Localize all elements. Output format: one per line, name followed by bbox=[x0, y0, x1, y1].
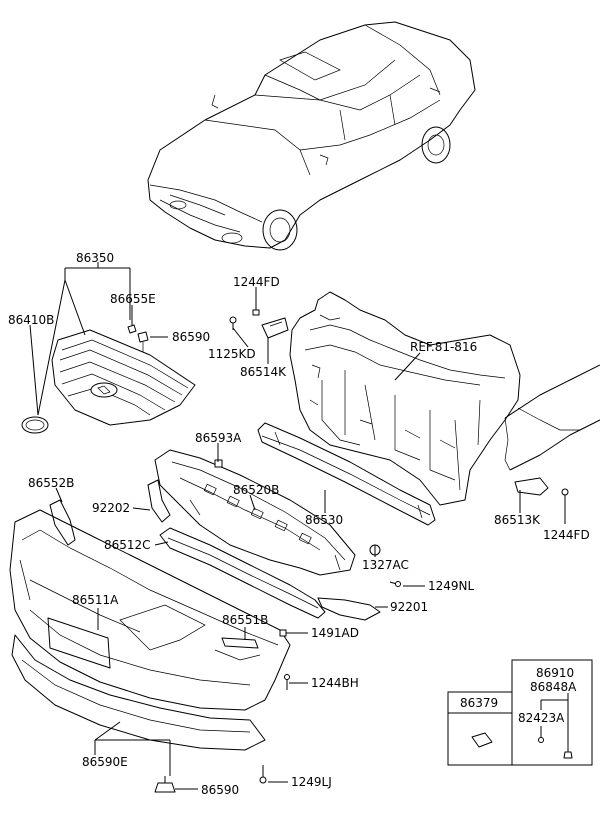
label-1491AD: 1491AD bbox=[311, 626, 359, 640]
label-86655E: 86655E bbox=[110, 292, 156, 306]
fender-outline bbox=[504, 364, 600, 471]
inset-box-86379: 86379 bbox=[447, 691, 513, 766]
label-ref-81-816: REF.81-816 bbox=[410, 340, 477, 354]
label-86552B: 86552B bbox=[28, 476, 74, 490]
label-92202: 92202 bbox=[92, 501, 130, 515]
bumper-beam bbox=[257, 422, 436, 526]
label-86514K: 86514K bbox=[240, 365, 287, 379]
label-86590-top: 86590 bbox=[172, 330, 210, 344]
label-1327AC: 1327AC bbox=[362, 558, 409, 572]
bracket-86552B bbox=[49, 499, 76, 546]
label-1249NL: 1249NL bbox=[428, 579, 475, 593]
label-92201: 92201 bbox=[390, 600, 428, 614]
label-86530: 86530 bbox=[305, 513, 343, 527]
clip-86551B bbox=[221, 637, 259, 649]
box-label-86910: 86910 bbox=[536, 666, 574, 680]
label-1244BH: 1244BH bbox=[311, 676, 359, 690]
label-86590-bottom: 86590 bbox=[201, 783, 239, 797]
label-86593A: 86593A bbox=[195, 431, 242, 445]
screw-1249LJ bbox=[259, 765, 267, 784]
label-86513K: 86513K bbox=[494, 513, 541, 527]
radiator-grille bbox=[51, 329, 196, 426]
bumper-lower-strip bbox=[11, 634, 266, 751]
label-86590E: 86590E bbox=[82, 755, 128, 769]
side-bracket-86513K bbox=[514, 477, 569, 505]
label-86551B: 86551B bbox=[222, 613, 268, 627]
radiator-support-frame bbox=[289, 291, 521, 506]
label-86410B: 86410B bbox=[8, 313, 54, 327]
bracket-92201 bbox=[317, 597, 381, 621]
label-86520B: 86520B bbox=[233, 483, 279, 497]
grille-clip bbox=[127, 324, 149, 352]
box-label-86848A: 86848A bbox=[530, 680, 577, 694]
bracket-92202 bbox=[147, 479, 171, 523]
clip-86590-bottom bbox=[154, 776, 176, 793]
label-1125KD: 1125KD bbox=[208, 347, 256, 361]
screw-1244BH bbox=[284, 674, 290, 690]
vehicle-illustration bbox=[147, 21, 476, 251]
leader-lines bbox=[29, 262, 566, 790]
screw-1491AD bbox=[279, 629, 287, 637]
part-labels: 86350 86655E 86410B 86590 1244FD 1125KD … bbox=[8, 251, 590, 797]
inset-box-86910: 86910 86848A 82423A bbox=[511, 659, 593, 766]
bumper-cover bbox=[9, 509, 291, 711]
label-86512C: 86512C bbox=[104, 538, 151, 552]
label-86511A: 86511A bbox=[72, 593, 119, 607]
label-1244FD-right: 1244FD bbox=[543, 528, 590, 542]
label-1244FD-top: 1244FD bbox=[233, 275, 280, 289]
grille-emblem bbox=[21, 416, 49, 434]
box-label-82423A: 82423A bbox=[518, 711, 565, 725]
lower-grille bbox=[159, 527, 326, 619]
box-label-86379: 86379 bbox=[460, 696, 498, 710]
upper-bracket bbox=[229, 298, 289, 339]
screw-1249NL bbox=[389, 581, 401, 587]
label-1249LJ: 1249LJ bbox=[291, 775, 332, 789]
label-86350: 86350 bbox=[76, 251, 114, 265]
